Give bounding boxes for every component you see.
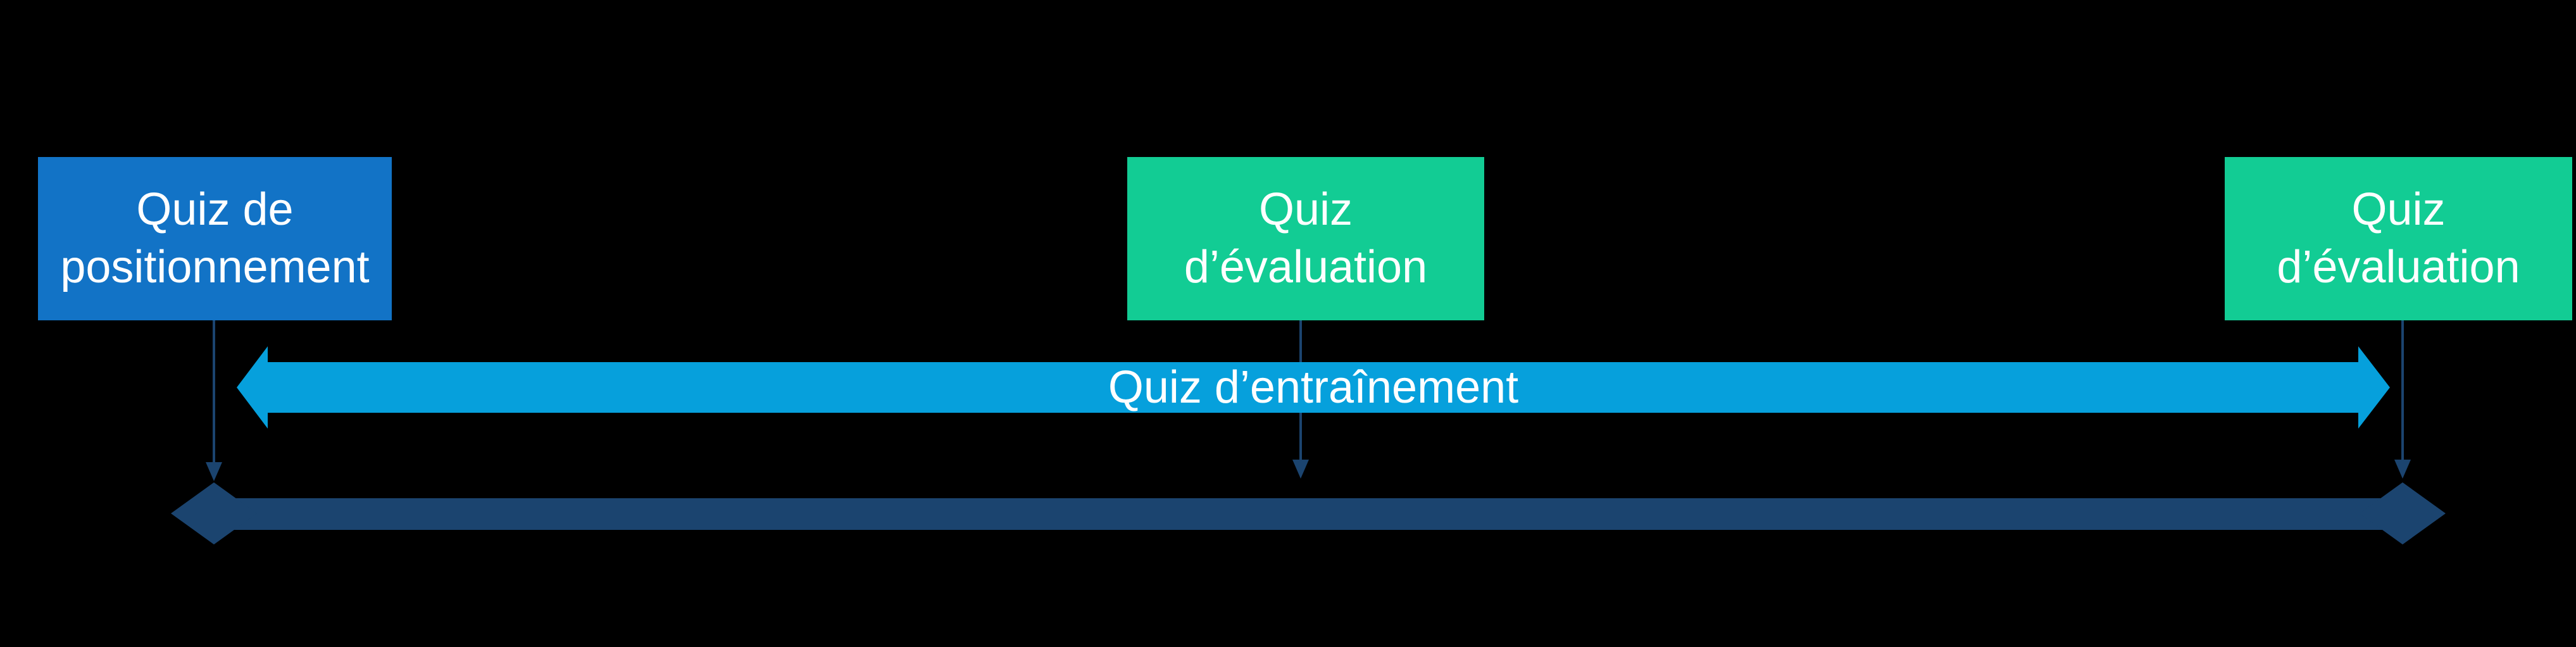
training-quiz-label-text: Quiz d’entraînement [1108,362,1519,413]
evaluation-quiz-mid-label-line2: d’évaluation [1184,242,1428,292]
evaluation-quiz-right-label-line2: d’évaluation [2277,242,2520,292]
positioning-quiz-box: Quiz de positionnement [38,157,392,320]
timeline-bar [214,498,2403,530]
evaluation-quiz-right-label-line1: Quiz [2351,184,2446,236]
evaluation-quiz-mid-label-line1: Quiz [1258,184,1353,236]
positioning-quiz-label-line2: positionnement [60,242,370,292]
down-arrowhead-icon [206,462,222,481]
down-arrowhead-icon [1292,460,1309,479]
positioning-quiz-label-line1: Quiz de [136,184,294,236]
connector-line-left [213,320,215,462]
evaluation-quiz-box-mid: Quiz d’évaluation [1127,157,1484,320]
evaluation-quiz-box-right: Quiz d’évaluation [2225,157,2572,320]
training-quiz-label: Quiz d’entraînement [237,346,2390,429]
timeline-start-diamond-icon [171,482,257,544]
timeline-end-diamond-icon [2360,482,2446,544]
down-arrowhead-icon [2394,460,2411,479]
connector-line-right [2401,320,2404,460]
